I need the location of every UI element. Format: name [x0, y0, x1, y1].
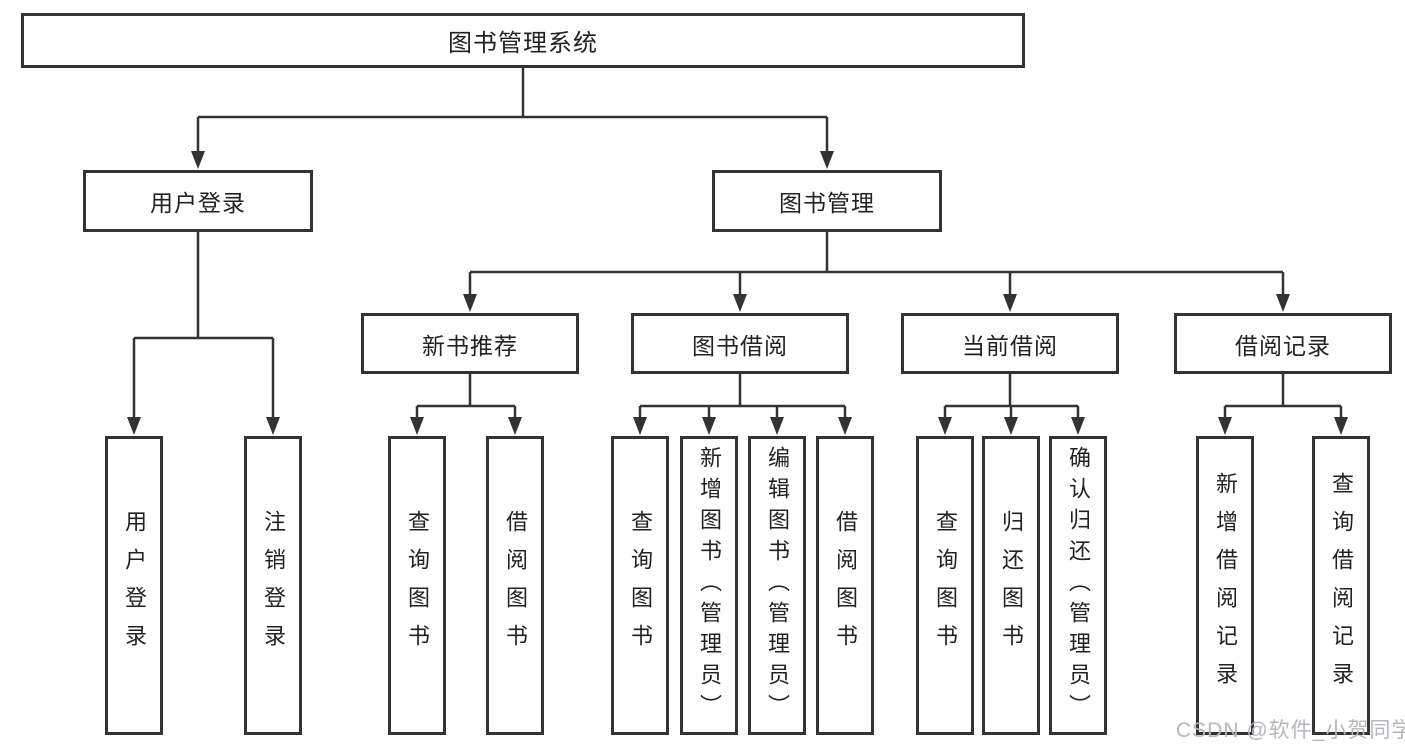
arrow-down-icon [1071, 417, 1085, 435]
connector-currentborrow-to-leaves [943, 374, 1080, 418]
arrow-down-icon [191, 151, 205, 169]
leaf-confirm-return-admin: 确认归还（管理员） [1049, 436, 1107, 735]
leaf-query-books-current: 查询图书 [916, 436, 974, 735]
node-current-borrow: 当前借阅 [901, 313, 1119, 374]
connector-records-to-leaves [1223, 374, 1343, 418]
node-book-borrow-label: 图书借阅 [692, 332, 788, 359]
node-book-borrow: 图书借阅 [631, 313, 849, 374]
leaf-add-book-admin-label: 新增图书（管理员） [697, 446, 722, 725]
leaf-borrow-books-recommend-label: 借阅图书 [503, 509, 528, 662]
node-user-login: 用户登录 [83, 170, 313, 232]
leaf-borrow-books-recommend: 借阅图书 [486, 436, 544, 735]
leaf-add-borrow-record-label: 新增借阅记录 [1213, 471, 1238, 700]
leaf-query-books-recommend: 查询图书 [388, 436, 446, 735]
arrow-down-icon [633, 417, 647, 435]
arrow-down-icon [410, 417, 424, 435]
connector-bookmgmt-to-level3 [468, 232, 1285, 295]
arrow-down-icon [463, 294, 477, 312]
arrow-down-icon [1004, 417, 1018, 435]
connector-userlogin-to-leaves [132, 232, 275, 418]
watermark: CSDN @软件_小贺同学 [1176, 719, 1405, 742]
connector-root-to-level2 [196, 68, 829, 152]
arrow-down-icon [1276, 294, 1290, 312]
node-user-login-label: 用户登录 [150, 190, 246, 216]
node-book-management-label: 图书管理 [779, 190, 875, 216]
leaf-add-borrow-record: 新增借阅记录 [1196, 436, 1254, 735]
arrow-down-icon [938, 417, 952, 435]
leaf-query-books-recommend-label: 查询图书 [405, 509, 430, 662]
arrow-down-icon [127, 417, 141, 435]
node-root: 图书管理系统 [21, 13, 1025, 68]
leaf-logout: 注销登录 [244, 436, 302, 735]
arrow-down-icon [1334, 417, 1348, 435]
node-current-borrow-label: 当前借阅 [962, 332, 1058, 359]
leaf-borrow-books: 借阅图书 [816, 436, 874, 735]
arrow-down-icon [733, 294, 747, 312]
leaf-edit-book-admin: 编辑图书（管理员） [748, 436, 806, 735]
arrow-down-icon [1218, 417, 1232, 435]
leaf-add-book-admin: 新增图书（管理员） [680, 436, 738, 735]
leaf-query-books-borrow: 查询图书 [611, 436, 669, 735]
arrow-down-icon [820, 151, 834, 169]
leaf-query-borrow-record: 查询借阅记录 [1312, 436, 1370, 735]
leaf-logout-label: 注销登录 [261, 509, 286, 662]
leaf-query-books-current-label: 查询图书 [933, 509, 958, 662]
leaf-edit-book-admin-label: 编辑图书（管理员） [765, 446, 790, 725]
leaf-query-books-borrow-label: 查询图书 [628, 509, 653, 662]
node-book-management: 图书管理 [712, 170, 942, 232]
node-borrow-records-label: 借阅记录 [1235, 332, 1331, 359]
node-new-book-recommend: 新书推荐 [361, 313, 579, 374]
leaf-borrow-books-label: 借阅图书 [833, 509, 858, 662]
connector-lines [132, 68, 1343, 418]
connector-bookborrow-to-leaves [638, 374, 847, 418]
leaf-return-book-label: 归还图书 [999, 509, 1024, 662]
node-new-book-recommend-label: 新书推荐 [422, 332, 518, 359]
node-root-label: 图书管理系统 [448, 30, 598, 57]
node-borrow-records: 借阅记录 [1174, 313, 1392, 374]
arrow-down-icon [838, 417, 852, 435]
arrow-down-icon [266, 417, 280, 435]
leaf-user-login: 用户登录 [105, 436, 163, 735]
leaf-confirm-return-admin-label: 确认归还（管理员） [1066, 446, 1091, 725]
connector-newbook-to-leaves [415, 374, 517, 418]
leaf-return-book: 归还图书 [982, 436, 1040, 735]
arrow-down-icon [1003, 294, 1017, 312]
arrow-down-icon [508, 417, 522, 435]
leaf-user-login-label: 用户登录 [122, 509, 147, 662]
arrowheads [127, 151, 1348, 435]
leaf-query-borrow-record-label: 查询借阅记录 [1329, 471, 1354, 700]
arrow-down-icon [702, 417, 716, 435]
arrow-down-icon [770, 417, 784, 435]
